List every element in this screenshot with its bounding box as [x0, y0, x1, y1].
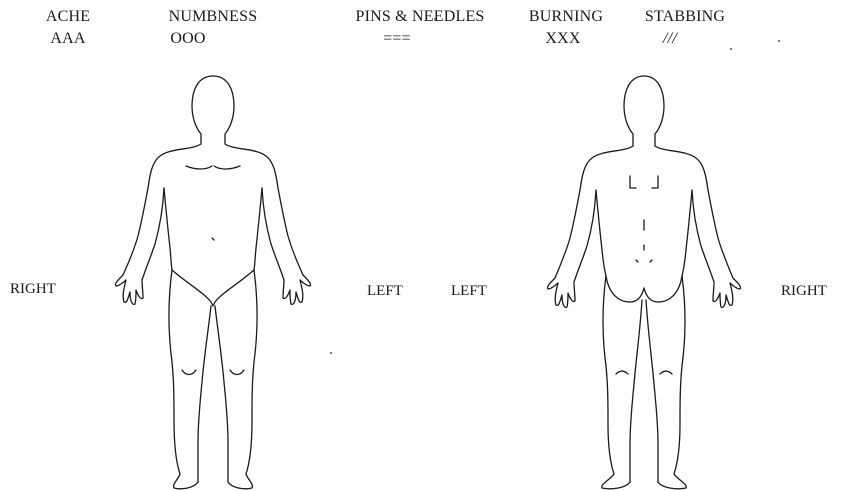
legend-label: NUMBNESS: [158, 6, 268, 28]
back-body-diagram: [544, 70, 744, 490]
legend-symbol: AAA: [38, 28, 98, 50]
legend-stabbing: STABBING ///: [632, 6, 738, 50]
legend-burning: BURNING XXX: [516, 6, 616, 50]
scan-speck: [434, 18, 436, 20]
legend-label: STABBING: [632, 6, 738, 28]
legend-numbness: NUMBNESS OOO: [158, 6, 268, 50]
legend-symbol: OOO: [158, 28, 268, 50]
legend-ache: ACHE AAA: [38, 6, 98, 50]
legend-label: BURNING: [516, 6, 616, 28]
scan-speck: [778, 40, 780, 42]
front-body-diagram: [108, 70, 318, 490]
front-right-label: RIGHT: [10, 280, 56, 298]
back-right-label: RIGHT: [781, 282, 827, 300]
legend-symbol: XXX: [516, 28, 616, 50]
legend-symbol: ===: [340, 28, 500, 50]
legend-label: PINS & NEEDLES: [340, 6, 500, 28]
scan-speck: [330, 352, 332, 354]
back-left-label: LEFT: [451, 282, 487, 300]
scan-speck: [730, 48, 732, 50]
front-left-label: LEFT: [367, 282, 403, 300]
legend-pins-and-needles: PINS & NEEDLES ===: [340, 6, 500, 50]
legend-symbol: ///: [632, 28, 738, 50]
legend-label: ACHE: [38, 6, 98, 28]
